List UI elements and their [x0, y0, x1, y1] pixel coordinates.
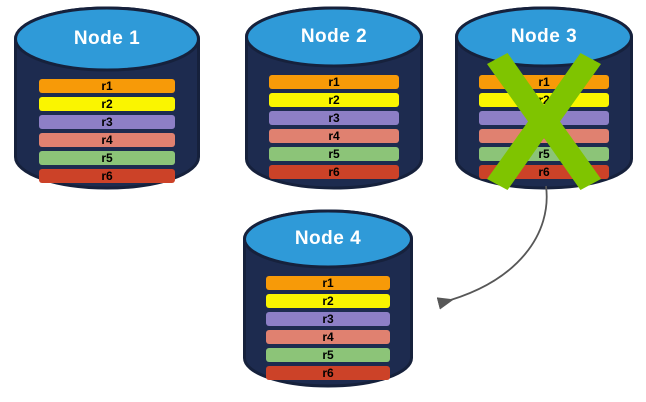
replica-row-label: r5 [328, 147, 340, 161]
replica-row-label: r3 [101, 115, 113, 129]
replica-row-label: r2 [101, 97, 113, 111]
replica-row-r6[interactable]: r6 [479, 165, 609, 179]
replica-row-label: r4 [328, 129, 340, 143]
replica-row-r4[interactable]: r4 [266, 330, 390, 344]
replica-row-r6[interactable]: r6 [269, 165, 399, 179]
replica-row-r1[interactable]: r1 [266, 276, 390, 290]
replica-row-r4[interactable]: r4 [479, 129, 609, 143]
replica-row-label: r2 [538, 93, 550, 107]
replica-row-label: r6 [101, 169, 113, 183]
replica-row-r3[interactable]: r3 [39, 115, 175, 129]
replica-row-label: r6 [538, 165, 550, 179]
replica-row-r3[interactable]: r3 [266, 312, 390, 326]
replica-row-label: r5 [322, 348, 334, 362]
replica-row-r5[interactable]: r5 [266, 348, 390, 362]
replica-row-r1[interactable]: r1 [479, 75, 609, 89]
replica-row-r4[interactable]: r4 [39, 133, 175, 147]
replica-row-label: r4 [322, 330, 334, 344]
replica-row-label: r1 [322, 276, 334, 290]
replica-row-label: r2 [328, 93, 340, 107]
replica-row-r1[interactable]: r1 [269, 75, 399, 89]
cylinder-top [243, 209, 413, 269]
replica-row-r4[interactable]: r4 [269, 129, 399, 143]
replica-row-label: r3 [328, 111, 340, 125]
replica-row-r6[interactable]: r6 [39, 169, 175, 183]
replica-row-label: r4 [101, 133, 113, 147]
replica-row-r6[interactable]: r6 [266, 366, 390, 380]
cylinder-top [455, 6, 633, 68]
replica-row-label: r1 [538, 75, 550, 89]
replica-row-label: r6 [322, 366, 334, 380]
replica-row-label: r1 [101, 79, 113, 93]
cylinder-top [14, 6, 200, 72]
replica-row-r5[interactable]: r5 [479, 147, 609, 161]
replica-row-r2[interactable]: r2 [479, 93, 609, 107]
replica-row-label: r5 [538, 147, 550, 161]
replica-row-r2[interactable]: r2 [269, 93, 399, 107]
replica-row-r5[interactable]: r5 [39, 151, 175, 165]
cylinder-top [245, 6, 423, 68]
replica-row-r3[interactable]: r3 [479, 111, 609, 125]
replica-row-label: r6 [328, 165, 340, 179]
replica-row-r2[interactable]: r2 [39, 97, 175, 111]
replica-row-r3[interactable]: r3 [269, 111, 399, 125]
replica-row-r1[interactable]: r1 [39, 79, 175, 93]
replica-row-label: r4 [538, 129, 550, 143]
replica-row-label: r1 [328, 75, 340, 89]
replica-row-label: r5 [101, 151, 113, 165]
replica-row-label: r3 [322, 312, 334, 326]
replica-row-label: r2 [322, 294, 334, 308]
replica-row-label: r3 [538, 111, 550, 125]
replica-row-r2[interactable]: r2 [266, 294, 390, 308]
replica-row-r5[interactable]: r5 [269, 147, 399, 161]
